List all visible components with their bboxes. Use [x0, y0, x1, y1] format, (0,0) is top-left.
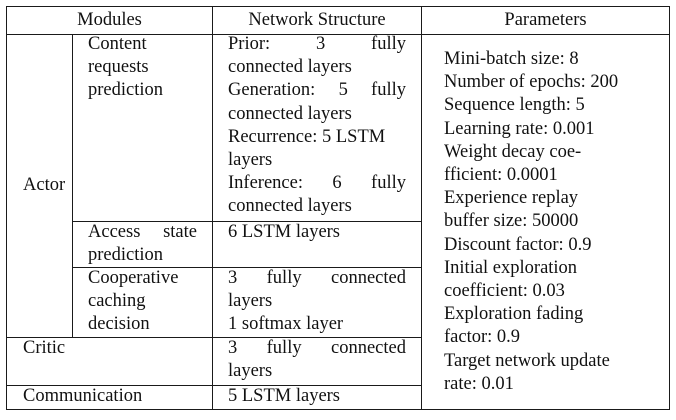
- parameter-line: Learning rate: 0.001: [444, 118, 595, 139]
- submodule-cooperative-caching: Cooperative caching decision: [88, 267, 178, 337]
- structure-line: layers: [228, 291, 273, 312]
- structure-line: connected layers: [228, 196, 352, 217]
- submodule-name-line: Content: [88, 34, 147, 54]
- module-actor: Actor: [23, 175, 66, 195]
- structure-access-state: 6 LSTM layers: [228, 222, 341, 242]
- structure-line: connected layers: [228, 103, 352, 124]
- parameter-line: Exploration fading: [444, 304, 584, 325]
- structure-cooperative-caching: 3 fully connected layers 1 softmax layer: [228, 267, 406, 337]
- rule-below-critic: [7, 385, 421, 386]
- parameter-line: factor: 0.9: [444, 327, 521, 348]
- parameter-line: Weight decay coe-: [444, 141, 582, 162]
- submodule-content-requests: Content requests prediction: [88, 33, 163, 103]
- parameter-line: buffer size: 50000: [444, 211, 579, 232]
- submodule-name-line: requests: [88, 57, 149, 78]
- rule-actor-submodule: [72, 34, 73, 337]
- rule-modules-network: [212, 7, 213, 409]
- parameters-table: Modules Network Structure Parameters Act…: [6, 6, 670, 410]
- structure-critic: 3 fully connected layers: [228, 337, 406, 383]
- header-network-structure: Network Structure: [248, 10, 386, 30]
- submodule-name-line: caching: [88, 291, 146, 312]
- structure-content-requests: Prior: 3 fully connected layers Generati…: [228, 33, 406, 219]
- structure-line: 3 fully connected: [228, 338, 406, 358]
- structure-line: Inference: 6 fully: [228, 173, 406, 194]
- submodule-name-line: Access state: [88, 222, 197, 242]
- parameters-list: Mini-batch size: 8 Number of epochs: 200…: [444, 48, 618, 396]
- submodule-access-state: Access state prediction: [88, 221, 197, 267]
- structure-communication: 5 LSTM layers: [228, 386, 341, 406]
- parameter-line: Target network update: [444, 350, 610, 371]
- submodule-name-line: decision: [88, 314, 150, 335]
- submodule-name-line: Cooperative: [88, 268, 179, 288]
- parameter-line: Discount factor: 0.9: [444, 234, 592, 255]
- structure-line: 1 softmax layer: [228, 314, 344, 335]
- rule-below-content-requests: [72, 221, 421, 222]
- rule-network-parameters: [421, 7, 422, 409]
- parameter-line: Mini-batch size: 8: [444, 49, 579, 69]
- parameter-line: coefficient: 0.03: [444, 281, 565, 302]
- parameter-line: Initial exploration: [444, 257, 578, 278]
- parameter-line: Experience replay: [444, 188, 579, 209]
- rule-below-access-state: [72, 267, 421, 268]
- structure-line: connected layers: [228, 57, 352, 78]
- module-critic: Critic: [23, 338, 66, 358]
- rule-below-actor: [7, 337, 421, 338]
- structure-line: Prior: 3 fully: [228, 34, 406, 54]
- module-communication: Communication: [23, 386, 143, 406]
- header-parameters: Parameters: [504, 10, 587, 30]
- header-rule: [7, 34, 669, 35]
- structure-line: Generation: 5 fully: [228, 80, 406, 101]
- submodule-name-line: prediction: [88, 80, 164, 101]
- structure-line: Recurrence: 5 LSTM: [228, 126, 386, 147]
- header-modules: Modules: [77, 10, 142, 30]
- structure-line: layers: [228, 361, 273, 382]
- parameter-line: Number of epochs: 200: [444, 72, 619, 93]
- submodule-name-line: prediction: [88, 245, 164, 266]
- parameter-line: Sequence length: 5: [444, 95, 585, 116]
- structure-line: 3 fully connected: [228, 268, 406, 288]
- structure-line: layers: [228, 150, 273, 171]
- parameter-line: fficient: 0.0001: [444, 165, 558, 186]
- parameter-line: rate: 0.01: [444, 373, 514, 394]
